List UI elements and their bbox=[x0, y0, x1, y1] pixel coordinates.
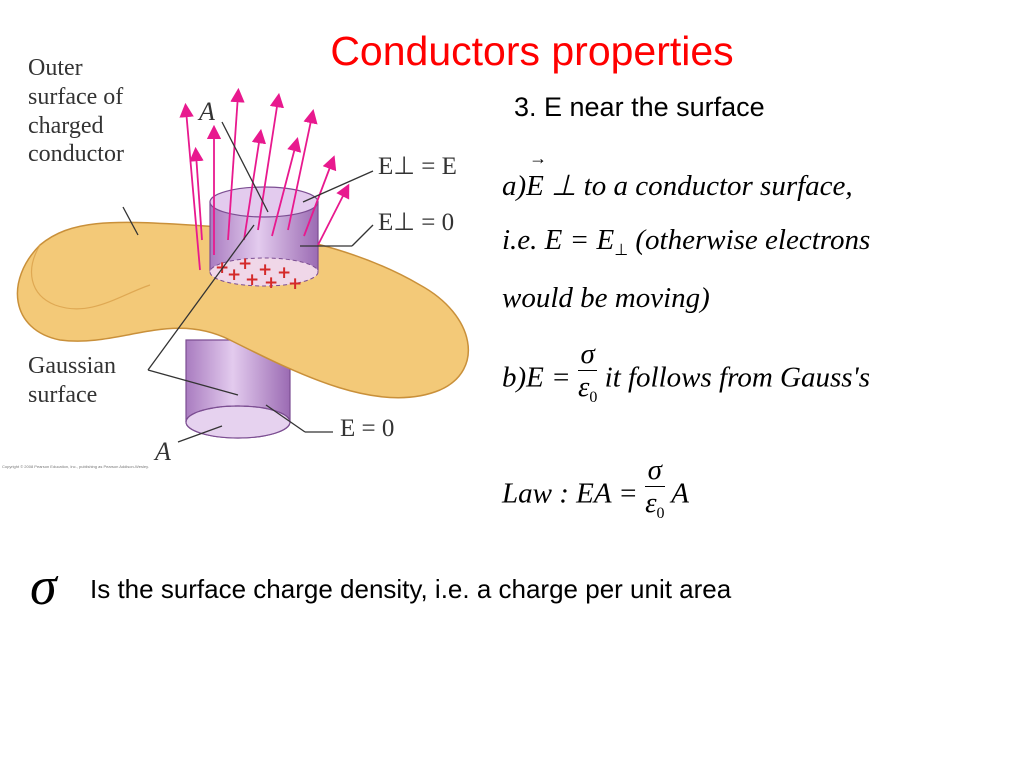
eq-a-rest: ⊥ to a conductor surface, bbox=[543, 170, 853, 202]
electric-field-arrows bbox=[179, 87, 350, 271]
eq-a2-main: i.e. E = E bbox=[502, 224, 615, 256]
eq-law-rest: A bbox=[664, 477, 689, 510]
plus-charge: + bbox=[245, 270, 259, 290]
conductor-figure: + + + + + + + + bbox=[16, 87, 469, 443]
eq-b-prefix: b)E = bbox=[502, 361, 578, 394]
gaussian-cylinder-upper bbox=[209, 186, 319, 287]
eq-a2-subscript: ⊥ bbox=[614, 242, 629, 259]
eq-law-prefix: Law : EA = bbox=[502, 477, 646, 510]
area-label-top: A bbox=[199, 97, 215, 126]
surface-charge-density-definition: Is the surface charge density, i.e. a ch… bbox=[90, 574, 732, 604]
gaussian-surface-label-line: surface bbox=[28, 381, 98, 408]
plus-charge: + bbox=[238, 254, 252, 274]
eq-a-prefix: a) bbox=[502, 170, 527, 202]
epsilon-symbol: ε bbox=[577, 371, 590, 403]
charged-conductor bbox=[16, 221, 469, 399]
sigma-symbol: σ bbox=[30, 556, 57, 616]
eq-a2-rest: (otherwise electrons bbox=[628, 224, 871, 256]
epsilon-symbol: ε bbox=[645, 487, 657, 519]
area-label-bottom: A bbox=[155, 437, 171, 466]
copyright-notice: Copyright © 2008 Pearson Education, Inc.… bbox=[2, 464, 149, 469]
outer-surface-label-line: Outer bbox=[28, 55, 83, 81]
plus-charge: + bbox=[264, 273, 278, 293]
outer-surface-label: Outer surface of charged conductor bbox=[28, 54, 124, 169]
equation-a-line3: would be moving) bbox=[502, 282, 710, 314]
gaussian-cylinder-lower bbox=[185, 339, 291, 439]
plus-charge: + bbox=[277, 263, 291, 283]
e-equals-zero-label: E = 0 bbox=[340, 415, 395, 442]
fraction-denominator: ε0 bbox=[645, 487, 664, 530]
plus-charge: + bbox=[227, 265, 241, 285]
gaussian-surface-label: Gaussian surface bbox=[28, 352, 116, 410]
outer-surface-label-line: surface of bbox=[28, 83, 124, 110]
outer-surface-label-line: charged bbox=[28, 112, 104, 139]
gaussian-surface-label-line: Gaussian bbox=[28, 353, 116, 379]
e-perp-equals-e-label: E⊥ = E bbox=[378, 153, 457, 180]
epsilon-subscript: 0 bbox=[589, 389, 598, 406]
plus-charge: + bbox=[258, 260, 272, 280]
outer-surface-label-line: conductor bbox=[28, 141, 124, 168]
epsilon-subscript: 0 bbox=[656, 505, 665, 522]
fraction-numerator: σ bbox=[647, 454, 662, 486]
leader-lines bbox=[122, 121, 374, 443]
slide-subtitle: 3. E near the surface bbox=[514, 92, 765, 122]
eq-b-rest: it follows from Gauss's bbox=[597, 361, 871, 394]
charged-surface-patch bbox=[209, 257, 319, 287]
fraction-numerator: σ bbox=[580, 338, 595, 370]
fraction-denominator: ε0 bbox=[578, 371, 597, 414]
equation-a-line2: i.e. E = E⊥ (otherwise electrons bbox=[502, 224, 870, 260]
vector-e: E bbox=[526, 148, 547, 203]
fraction-bar bbox=[577, 370, 598, 371]
plus-charge: + bbox=[288, 274, 302, 294]
equation-a-line1: a)E ⊥ to a conductor surface, bbox=[502, 148, 853, 203]
e-perp-equals-zero-label: E⊥ = 0 bbox=[378, 209, 455, 236]
fraction-bar bbox=[645, 486, 665, 487]
slide-title: Conductors properties bbox=[330, 28, 734, 74]
